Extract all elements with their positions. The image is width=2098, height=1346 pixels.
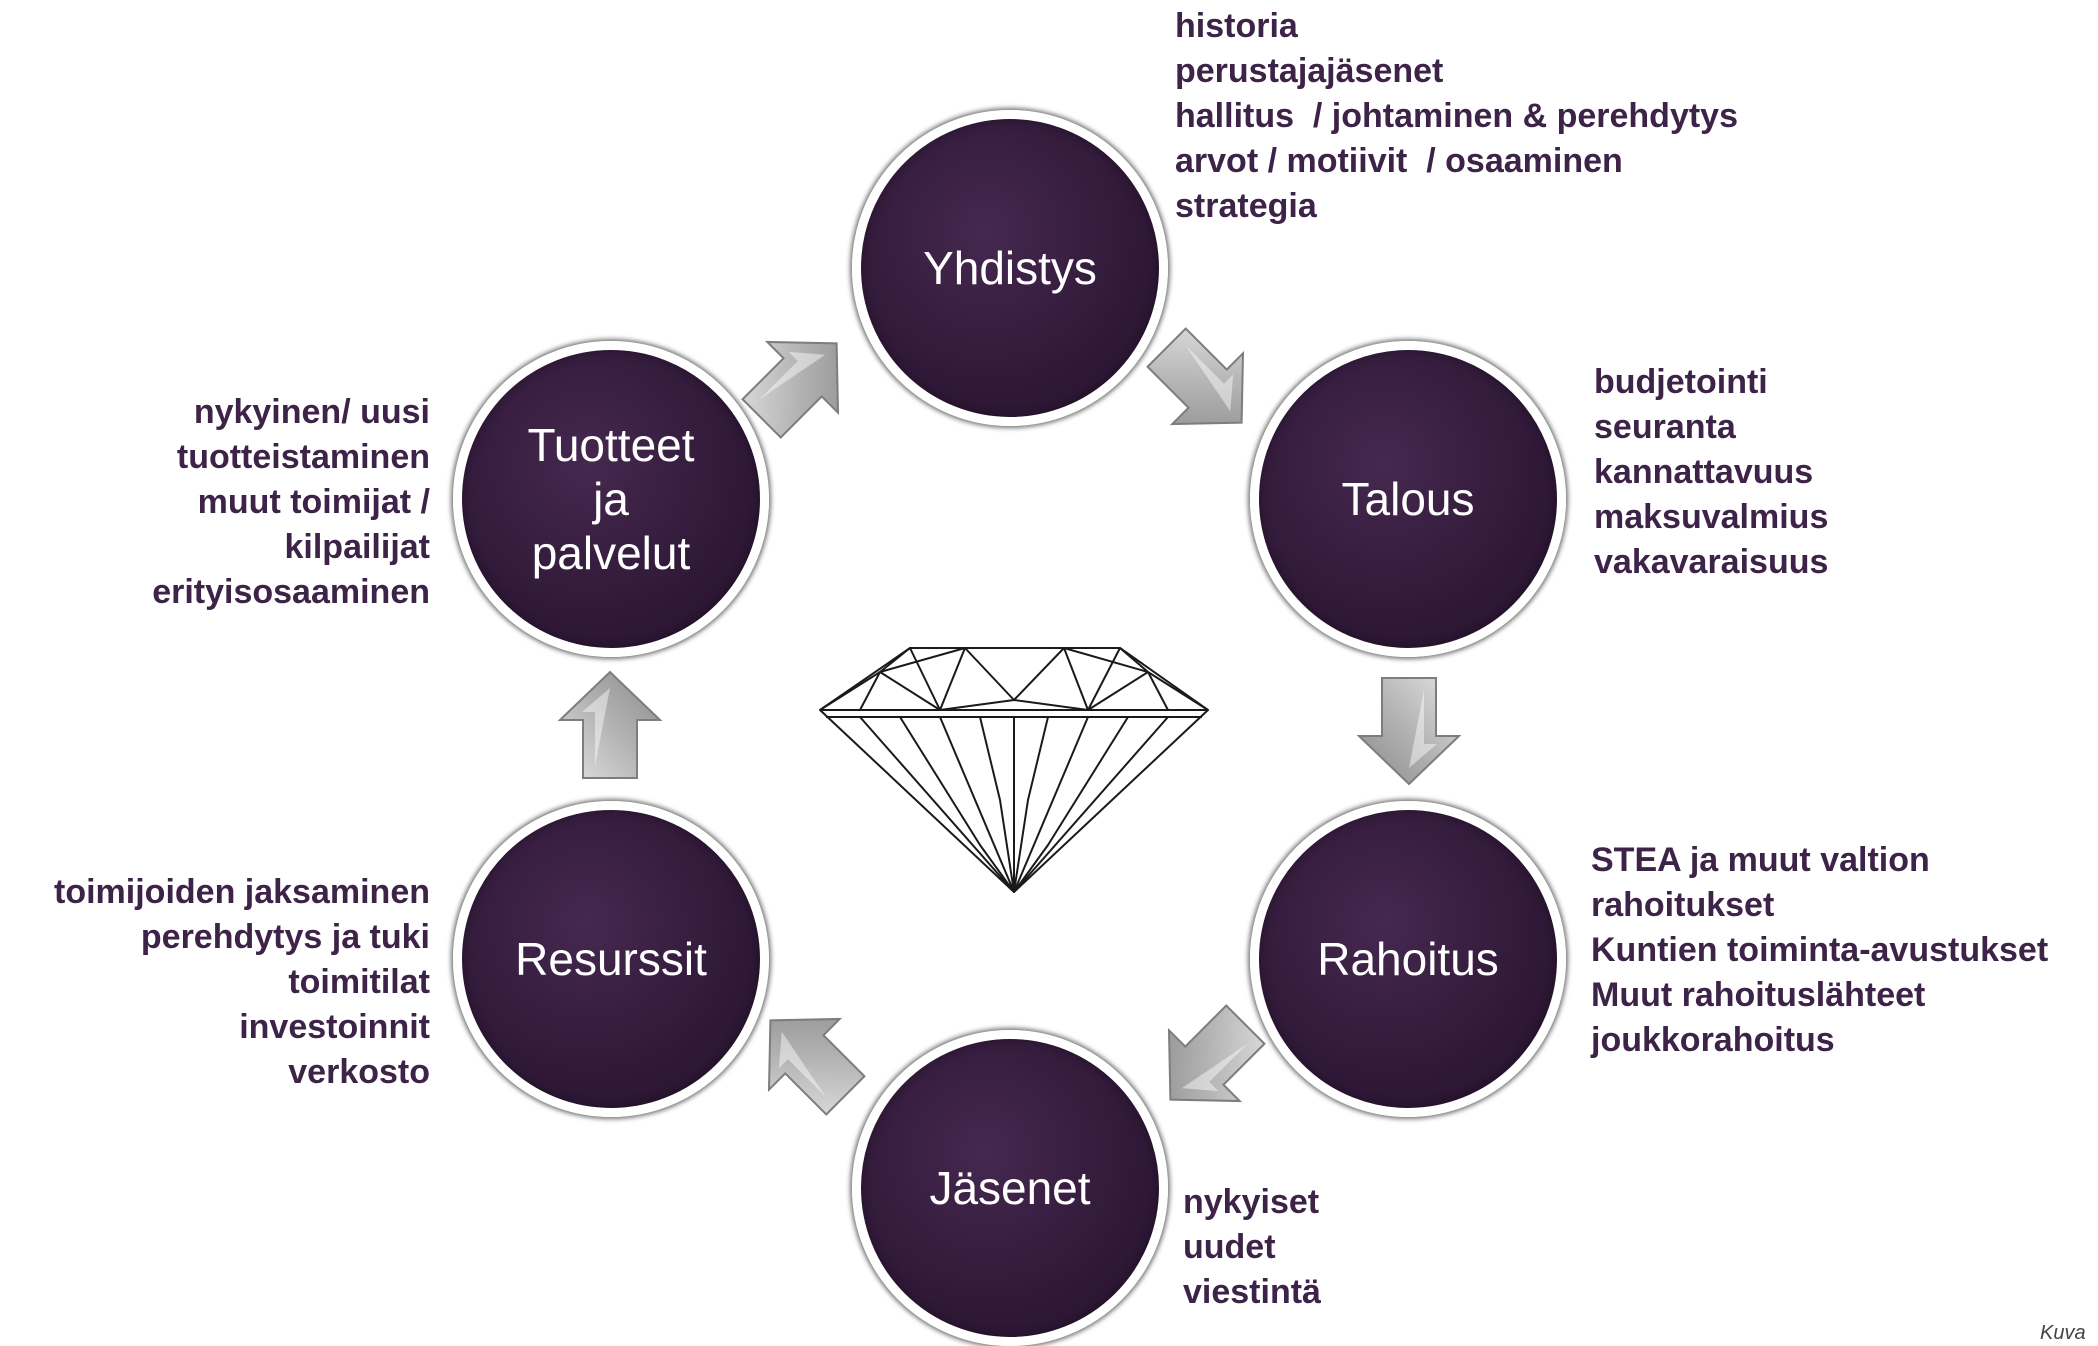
list-item: vakavaraisuus [1594,543,1829,581]
node-yhdistys: Yhdistys [852,110,1168,426]
list-item: Muut rahoituslähteet [1591,976,1926,1014]
list-item: erityisosaaminen [152,573,430,611]
list-item: rahoitukset [1591,886,1775,924]
list-item: strategia [1175,187,1317,225]
node-yhdistys-label: Yhdistys [923,241,1097,294]
list-item: uudet [1183,1228,1276,1266]
node-tuotteet-label: Tuotteet ja palvelut [527,418,695,580]
arrow-tuotteet-to-yhdistys-icon [741,340,840,439]
list-item: hallitus / johtaminen & perehdytys [1175,97,1738,135]
list-item: STEA ja muut valtion [1591,841,1930,879]
arrow-yhdistys-to-talous-icon [1146,327,1245,426]
list-item: toimitilat [288,963,430,1001]
list-item: budjetointi [1594,363,1768,401]
list-item: seuranta [1594,408,1736,446]
list-yhdistys: historia perustajajäsenet hallitus / joh… [1175,4,1738,229]
list-item: nykyiset [1183,1183,1320,1221]
list-item: viestintä [1183,1273,1321,1311]
list-item: investoinnit [239,1008,430,1046]
list-item: kannattavuus [1594,453,1814,491]
node-tuotteet-ja-palvelut: Tuotteet ja palvelut [453,341,769,657]
node-talous: Talous [1250,341,1566,657]
list-item: kilpailijat [284,528,431,566]
list-item: maksuvalmius [1594,498,1829,536]
list-item: perustajajäsenet [1175,52,1444,90]
list-item: arvot / motiivit / osaaminen [1175,142,1623,180]
arrow-rahoitus-to-jasenet-icon [1167,1004,1266,1103]
list-jasenet: nykyiset uudet viestintä [1183,1180,1321,1315]
list-item: joukkorahoitus [1591,1021,1835,1059]
node-rahoitus: Rahoitus [1250,801,1566,1117]
list-item: tuotteistaminen [176,438,430,476]
list-rahoitus: STEA ja muut valtion rahoitukset Kuntien… [1591,838,2048,1063]
list-item: Kuntien toiminta-avustukset [1591,931,2049,969]
list-item: verkosto [288,1053,430,1091]
node-resurssit-label: Resurssit [515,932,707,985]
node-jasenet: Jäsenet [852,1030,1168,1346]
list-item: nykyinen/ uusi [193,393,430,431]
arrow-talous-to-rahoitus-icon [1356,677,1462,786]
node-resurssit: Resurssit [453,801,769,1117]
image-credit: Kuva [2040,1322,2086,1344]
list-item: muut toimijat / [197,483,430,521]
arrow-resurssit-to-tuotteet-icon [557,670,663,779]
list-item: historia [1175,7,1298,45]
node-jasenet-label: Jäsenet [929,1161,1091,1214]
list-item: perehdytys ja tuki [140,918,430,956]
node-talous-label: Talous [1341,472,1475,525]
arrow-jasenet-to-resurssit-icon [767,1017,866,1116]
list-talous: budjetointi seuranta kannattavuus maksuv… [1594,360,1828,585]
node-rahoitus-label: Rahoitus [1317,932,1499,985]
list-tuotteet: nykyinen/ uusi tuotteistaminen muut toim… [152,390,430,615]
list-item: toimijoiden jaksaminen [54,873,430,911]
list-resurssit: toimijoiden jaksaminen perehdytys ja tuk… [54,870,430,1095]
